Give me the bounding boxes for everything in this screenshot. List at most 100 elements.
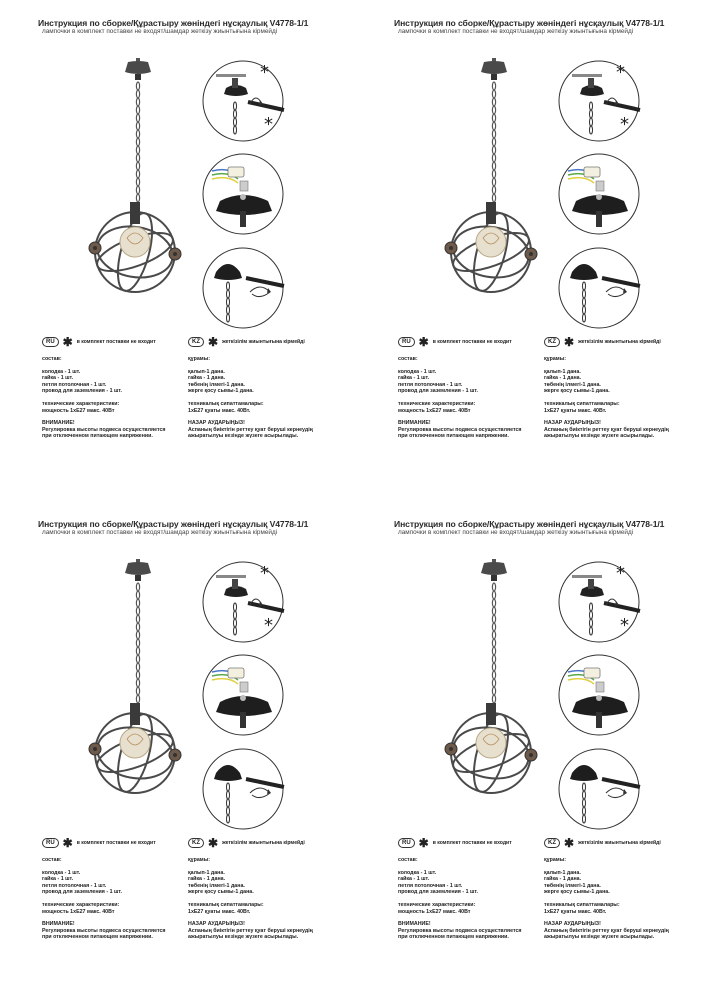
- ru-section: RU ✱ в комплект поставки не входит соста…: [398, 336, 548, 446]
- instruction-panel: Инструкция по сборке/Құрастыру жөніндегі…: [394, 519, 707, 989]
- ru-badge: RU: [42, 337, 59, 347]
- asterisk-icon: ✱: [418, 335, 429, 349]
- ru-tech-title: технические характеристики:: [42, 400, 120, 407]
- ru-sostav-title: состав:: [398, 857, 418, 863]
- kz-warning-title: НАЗАР АУДАРЫҢЫЗ!: [188, 921, 245, 928]
- kz-warning-line: Аспаның биіктігін реттеу қуат беруші кер…: [544, 426, 669, 433]
- ru-badge: RU: [398, 337, 415, 347]
- ru-sostav-item: колодка - 1 шт.: [398, 368, 437, 375]
- ru-tech-value: мощность 1хЕ27 макс. 40Вт: [398, 407, 471, 414]
- step-1-canopy-mount-illustration: * *: [558, 60, 641, 142]
- ru-section: RU ✱ в комплект поставки не входит соста…: [398, 837, 548, 947]
- ru-sostav-item: колодка - 1 шт.: [42, 368, 81, 375]
- doc-title: Инструкция по сборке/Құрастыру жөніндегі…: [38, 18, 309, 28]
- doc-title: Инструкция по сборке/Құрастыру жөніндегі…: [38, 519, 309, 529]
- kz-sostav-item: жерге қосу сымы-1 дана.: [544, 388, 610, 395]
- ru-sostav-item: гайка - 1 шт.: [398, 876, 430, 883]
- ru-badge: RU: [398, 838, 415, 848]
- asterisk-icon: ✱: [564, 335, 575, 349]
- kz-note: жеткізілім жиынтығына кірмейді: [222, 839, 305, 846]
- ru-tech-value: мощность 1хЕ27 макс. 40Вт: [42, 407, 115, 414]
- step-2-wiring-illustration: [558, 654, 640, 736]
- doc-subtitle: лампочки в комплект поставки не входят/ш…: [42, 28, 278, 35]
- kz-sostav-title: құрамы:: [544, 857, 566, 863]
- kz-tech-value: 1хЕ27 қуаты макс. 40Вт.: [544, 908, 607, 915]
- kz-sostav-item: жерге қосу сымы-1 дана.: [544, 889, 610, 896]
- kz-tech-value: 1хЕ27 қуаты макс. 40Вт.: [544, 407, 607, 414]
- ru-sostav-item: петля потолочная - 1 шт.: [398, 381, 463, 388]
- kz-section: KZ ✱ жеткізілім жиынтығына кірмейді құра…: [544, 336, 694, 446]
- doc-subtitle: лампочки в комплект поставки не входят/ш…: [398, 529, 634, 536]
- ru-warning-line: Регулировка высоты подвеса осуществляетс…: [42, 927, 166, 934]
- asterisk-icon: ✱: [62, 836, 73, 850]
- step-2-wiring-illustration: [202, 654, 284, 736]
- kz-sostav-item: гайка - 1 дана.: [544, 876, 582, 883]
- kz-badge: KZ: [188, 337, 204, 347]
- kz-sostav-item: төбенің ілмегі-1 дана.: [188, 882, 245, 889]
- kz-warning-line: ажыратылуы кезінде жүзеге асырылады.: [188, 433, 299, 440]
- ru-warning-title: ВНИМАНИЕ!: [398, 921, 431, 928]
- svg-text:*: *: [616, 563, 625, 584]
- svg-text:*: *: [616, 62, 625, 83]
- kz-sostav-item: төбенің ілмегі-1 дана.: [188, 381, 245, 388]
- instruction-panel: Инструкция по сборке/Құрастыру жөніндегі…: [38, 519, 368, 989]
- kz-sostav-item: қалып-1 дана.: [188, 869, 225, 876]
- ru-sostav-item: колодка - 1 шт.: [42, 869, 81, 876]
- ru-sostav-item: провод для заземления - 1 шт.: [398, 889, 479, 896]
- ru-tech-title: технические характеристики:: [398, 400, 476, 407]
- kz-warning-line: Аспаның биіктігін реттеу қуат беруші кер…: [188, 927, 313, 934]
- ru-sostav-title: состав:: [42, 356, 62, 362]
- kz-sostav-item: жерге қосу сымы-1 дана.: [188, 388, 254, 395]
- ru-badge: RU: [42, 838, 59, 848]
- asterisk-icon: ✱: [564, 836, 575, 850]
- kz-sostav-title: құрамы:: [188, 356, 210, 362]
- ru-warning-line: при отключенном питающем напряжении.: [42, 433, 153, 440]
- ru-section: RU ✱ в комплект поставки не входит соста…: [42, 837, 192, 947]
- kz-warning-title: НАЗАР АУДАРЫҢЫЗ!: [188, 420, 245, 427]
- ru-warning-line: Регулировка высоты подвеса осуществляетс…: [42, 426, 166, 433]
- ru-note: в комплект поставки не входит: [432, 839, 512, 846]
- kz-tech-title: техникалық сипаттамалары:: [188, 901, 264, 908]
- ru-tech-title: технические характеристики:: [398, 901, 476, 908]
- ru-warning-line: при отключенном питающем напряжении.: [42, 934, 153, 941]
- ru-note: в комплект поставки не входит: [76, 839, 156, 846]
- ru-sostav-item: петля потолочная - 1 шт.: [42, 882, 107, 889]
- ru-warning-title: ВНИМАНИЕ!: [42, 420, 75, 427]
- kz-badge: KZ: [544, 838, 560, 848]
- kz-section: KZ ✱ жеткізілім жиынтығына кірмейді құра…: [544, 837, 694, 947]
- svg-text:*: *: [260, 62, 269, 83]
- step-1-canopy-mount-illustration: * *: [202, 561, 285, 643]
- kz-sostav-item: қалып-1 дана.: [544, 368, 581, 375]
- ru-sostav-item: гайка - 1 шт.: [398, 375, 430, 382]
- kz-tech-title: техникалық сипаттамалары:: [544, 901, 620, 908]
- step-1-canopy-mount-illustration: * *: [202, 60, 285, 142]
- step-2-wiring-illustration: [558, 153, 640, 235]
- kz-sostav-title: құрамы:: [188, 857, 210, 863]
- svg-text:*: *: [620, 114, 629, 135]
- svg-text:*: *: [264, 615, 273, 636]
- kz-warning-title: НАЗАР АУДАРЫҢЫЗ!: [544, 921, 601, 928]
- instruction-panel: Инструкция по сборке/Құрастыру жөніндегі…: [394, 18, 707, 488]
- kz-tech-value: 1хЕ27 қуаты макс. 40Вт.: [188, 407, 251, 414]
- ru-sostav-item: гайка - 1 шт.: [42, 876, 74, 883]
- ru-tech-value: мощность 1хЕ27 макс. 40Вт: [398, 908, 471, 915]
- kz-tech-title: техникалық сипаттамалары:: [188, 400, 264, 407]
- kz-tech-title: техникалық сипаттамалары:: [544, 400, 620, 407]
- kz-tech-value: 1хЕ27 қуаты макс. 40Вт.: [188, 908, 251, 915]
- ru-section: RU ✱ в комплект поставки не входит соста…: [42, 336, 192, 446]
- ru-warning-line: Регулировка высоты подвеса осуществляетс…: [398, 426, 522, 433]
- kz-warning-line: ажыратылуы кезінде жүзеге асырылады.: [544, 433, 655, 440]
- kz-warning-line: Аспаның биіктігін реттеу қуат беруші кер…: [544, 927, 669, 934]
- doc-subtitle: лампочки в комплект поставки не входят/ш…: [398, 28, 634, 35]
- ru-sostav-item: провод для заземления - 1 шт.: [398, 388, 479, 395]
- step-3-height-adjust-illustration: [202, 247, 285, 329]
- kz-note: жеткізілім жиынтығына кірмейді: [578, 338, 661, 345]
- ru-sostav-item: петля потолочная - 1 шт.: [42, 381, 107, 388]
- step-3-height-adjust-illustration: [558, 748, 641, 830]
- kz-warning-line: ажыратылуы кезінде жүзеге асырылады.: [544, 934, 655, 941]
- ru-note: в комплект поставки не входит: [76, 338, 156, 345]
- ru-sostav-item: гайка - 1 шт.: [42, 375, 74, 382]
- ru-warning-line: при отключенном питающем напряжении.: [398, 433, 509, 440]
- step-3-height-adjust-illustration: [558, 247, 641, 329]
- svg-text:*: *: [260, 563, 269, 584]
